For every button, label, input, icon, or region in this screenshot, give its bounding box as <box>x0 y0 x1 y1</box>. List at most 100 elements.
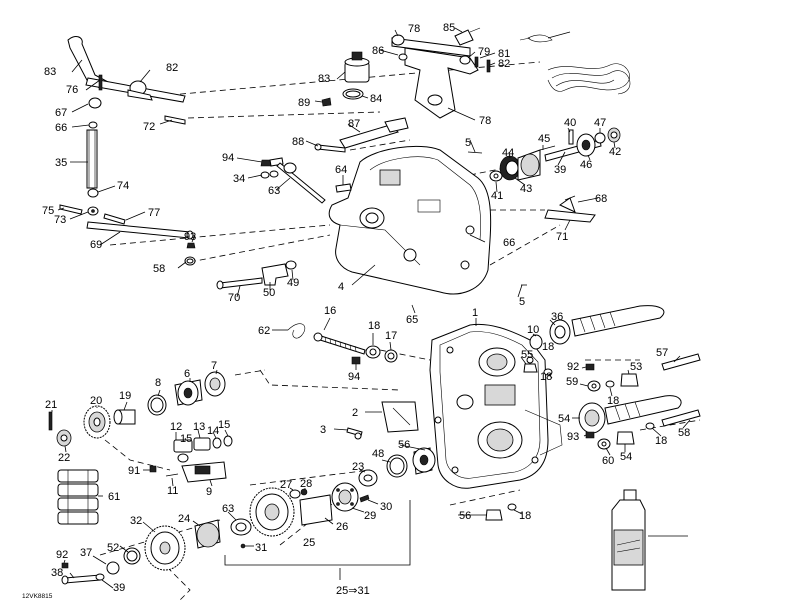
switch-85 <box>454 27 481 46</box>
label-9: 9 <box>206 486 212 498</box>
label-77: 78 <box>479 115 491 127</box>
label-65: 66 <box>55 122 67 134</box>
label-6: 6 <box>184 368 190 380</box>
label-59: 61 <box>108 491 120 503</box>
ring-48 <box>386 454 408 478</box>
axle-lower <box>604 395 682 425</box>
bolt-88 <box>314 143 346 153</box>
label-21: 21 <box>45 399 57 411</box>
label-91b: 93 <box>567 431 579 443</box>
tensioner-parts-12-15 <box>173 435 233 463</box>
sprocket-25 <box>249 487 295 537</box>
label-75: 76 <box>66 84 78 96</box>
label-87: 87 <box>348 118 360 130</box>
sprocket-20 <box>83 405 111 439</box>
label-29: 29 <box>364 510 376 522</box>
nut-92b <box>351 356 361 365</box>
label-18a: 18 <box>368 320 380 332</box>
label-79: 82 <box>166 62 178 74</box>
label-41: 41 <box>491 190 503 202</box>
pin-31 <box>240 543 246 549</box>
label-5a: 5 <box>465 137 471 149</box>
label-35: 36 <box>551 311 563 323</box>
label-19: 19 <box>119 390 131 402</box>
label-15b: 15 <box>218 419 230 431</box>
label-40: 40 <box>564 117 576 129</box>
label-25-31: 25⇒31 <box>336 585 370 597</box>
label-31: 31 <box>255 542 267 554</box>
bearing-24 <box>194 519 221 549</box>
washer-38 <box>95 573 105 581</box>
label-38: 39 <box>113 582 125 594</box>
label-55: 56 <box>398 439 410 451</box>
bolts-81-82 <box>474 56 491 73</box>
washer-18e <box>507 503 517 511</box>
label-18d: 18 <box>655 435 667 447</box>
label-43: 43 <box>520 183 532 195</box>
sprocket-32 <box>144 525 186 571</box>
label-73: 74 <box>117 180 129 192</box>
bolt-54b <box>485 509 503 521</box>
bearing-7 <box>204 371 226 397</box>
pivot-66 <box>88 97 102 109</box>
drawing-code: 12VK8815 <box>22 593 53 600</box>
nut-92a <box>186 242 196 249</box>
label-25: 25 <box>303 537 315 549</box>
washer-33 <box>260 170 279 179</box>
label-16: 16 <box>324 305 336 317</box>
gear-22 <box>56 429 72 447</box>
clip-60 <box>287 323 306 339</box>
chaincase-housing-1 <box>429 323 563 489</box>
spring-27-28 <box>289 488 308 499</box>
seal-35 <box>549 319 571 345</box>
label-71: 72 <box>143 121 155 133</box>
bolt-75 <box>98 74 103 91</box>
label-93a: 94 <box>222 152 234 164</box>
bolt-63a <box>335 183 352 193</box>
bolt-56a <box>661 353 701 371</box>
label-18b: 18 <box>542 341 554 353</box>
ring-57 <box>184 256 196 266</box>
nut-49 <box>285 260 297 270</box>
label-5b: 5 <box>519 296 525 308</box>
gear-44 <box>517 149 541 181</box>
label-47: 47 <box>594 117 606 129</box>
label-88: 88 <box>292 136 304 148</box>
washer-18c <box>605 380 615 388</box>
label-37: 38 <box>51 567 63 579</box>
bolt-45 <box>539 145 556 151</box>
pin-5a <box>467 151 483 154</box>
bolt-21 <box>48 411 53 431</box>
label-12: 12 <box>170 421 182 433</box>
bushing-78b <box>459 55 471 65</box>
label-23: 23 <box>352 461 364 473</box>
label-72: 73 <box>54 214 66 226</box>
label-86: 86 <box>372 45 384 57</box>
bracket-50 <box>261 263 289 286</box>
chaincase-cover-4 <box>328 145 492 295</box>
bearing-46 <box>576 133 596 157</box>
washer-58a <box>587 380 601 392</box>
label-28: 28 <box>300 478 312 490</box>
plate-2 <box>381 401 419 433</box>
label-84: 84 <box>370 93 382 105</box>
label-46: 46 <box>580 159 592 171</box>
label-50: 50 <box>263 287 275 299</box>
link-arm-87 <box>339 117 409 149</box>
label-18x: 18 <box>540 371 552 383</box>
washer-18a <box>365 345 381 359</box>
washer-41 <box>489 170 503 182</box>
label-56a: 57 <box>656 347 668 359</box>
label-82: 82 <box>498 58 510 70</box>
wire-harness <box>547 63 631 95</box>
label-7: 7 <box>211 360 217 372</box>
label-13: 13 <box>193 421 205 433</box>
washer-72 <box>87 206 99 216</box>
label-54b: 56 <box>459 510 471 522</box>
nut-93a <box>260 159 272 167</box>
gear-43 <box>499 155 521 181</box>
label-30: 30 <box>380 501 392 513</box>
leader-lines <box>51 27 691 589</box>
label-90a: 91 <box>128 465 140 477</box>
label-78a: 78 <box>408 23 420 35</box>
